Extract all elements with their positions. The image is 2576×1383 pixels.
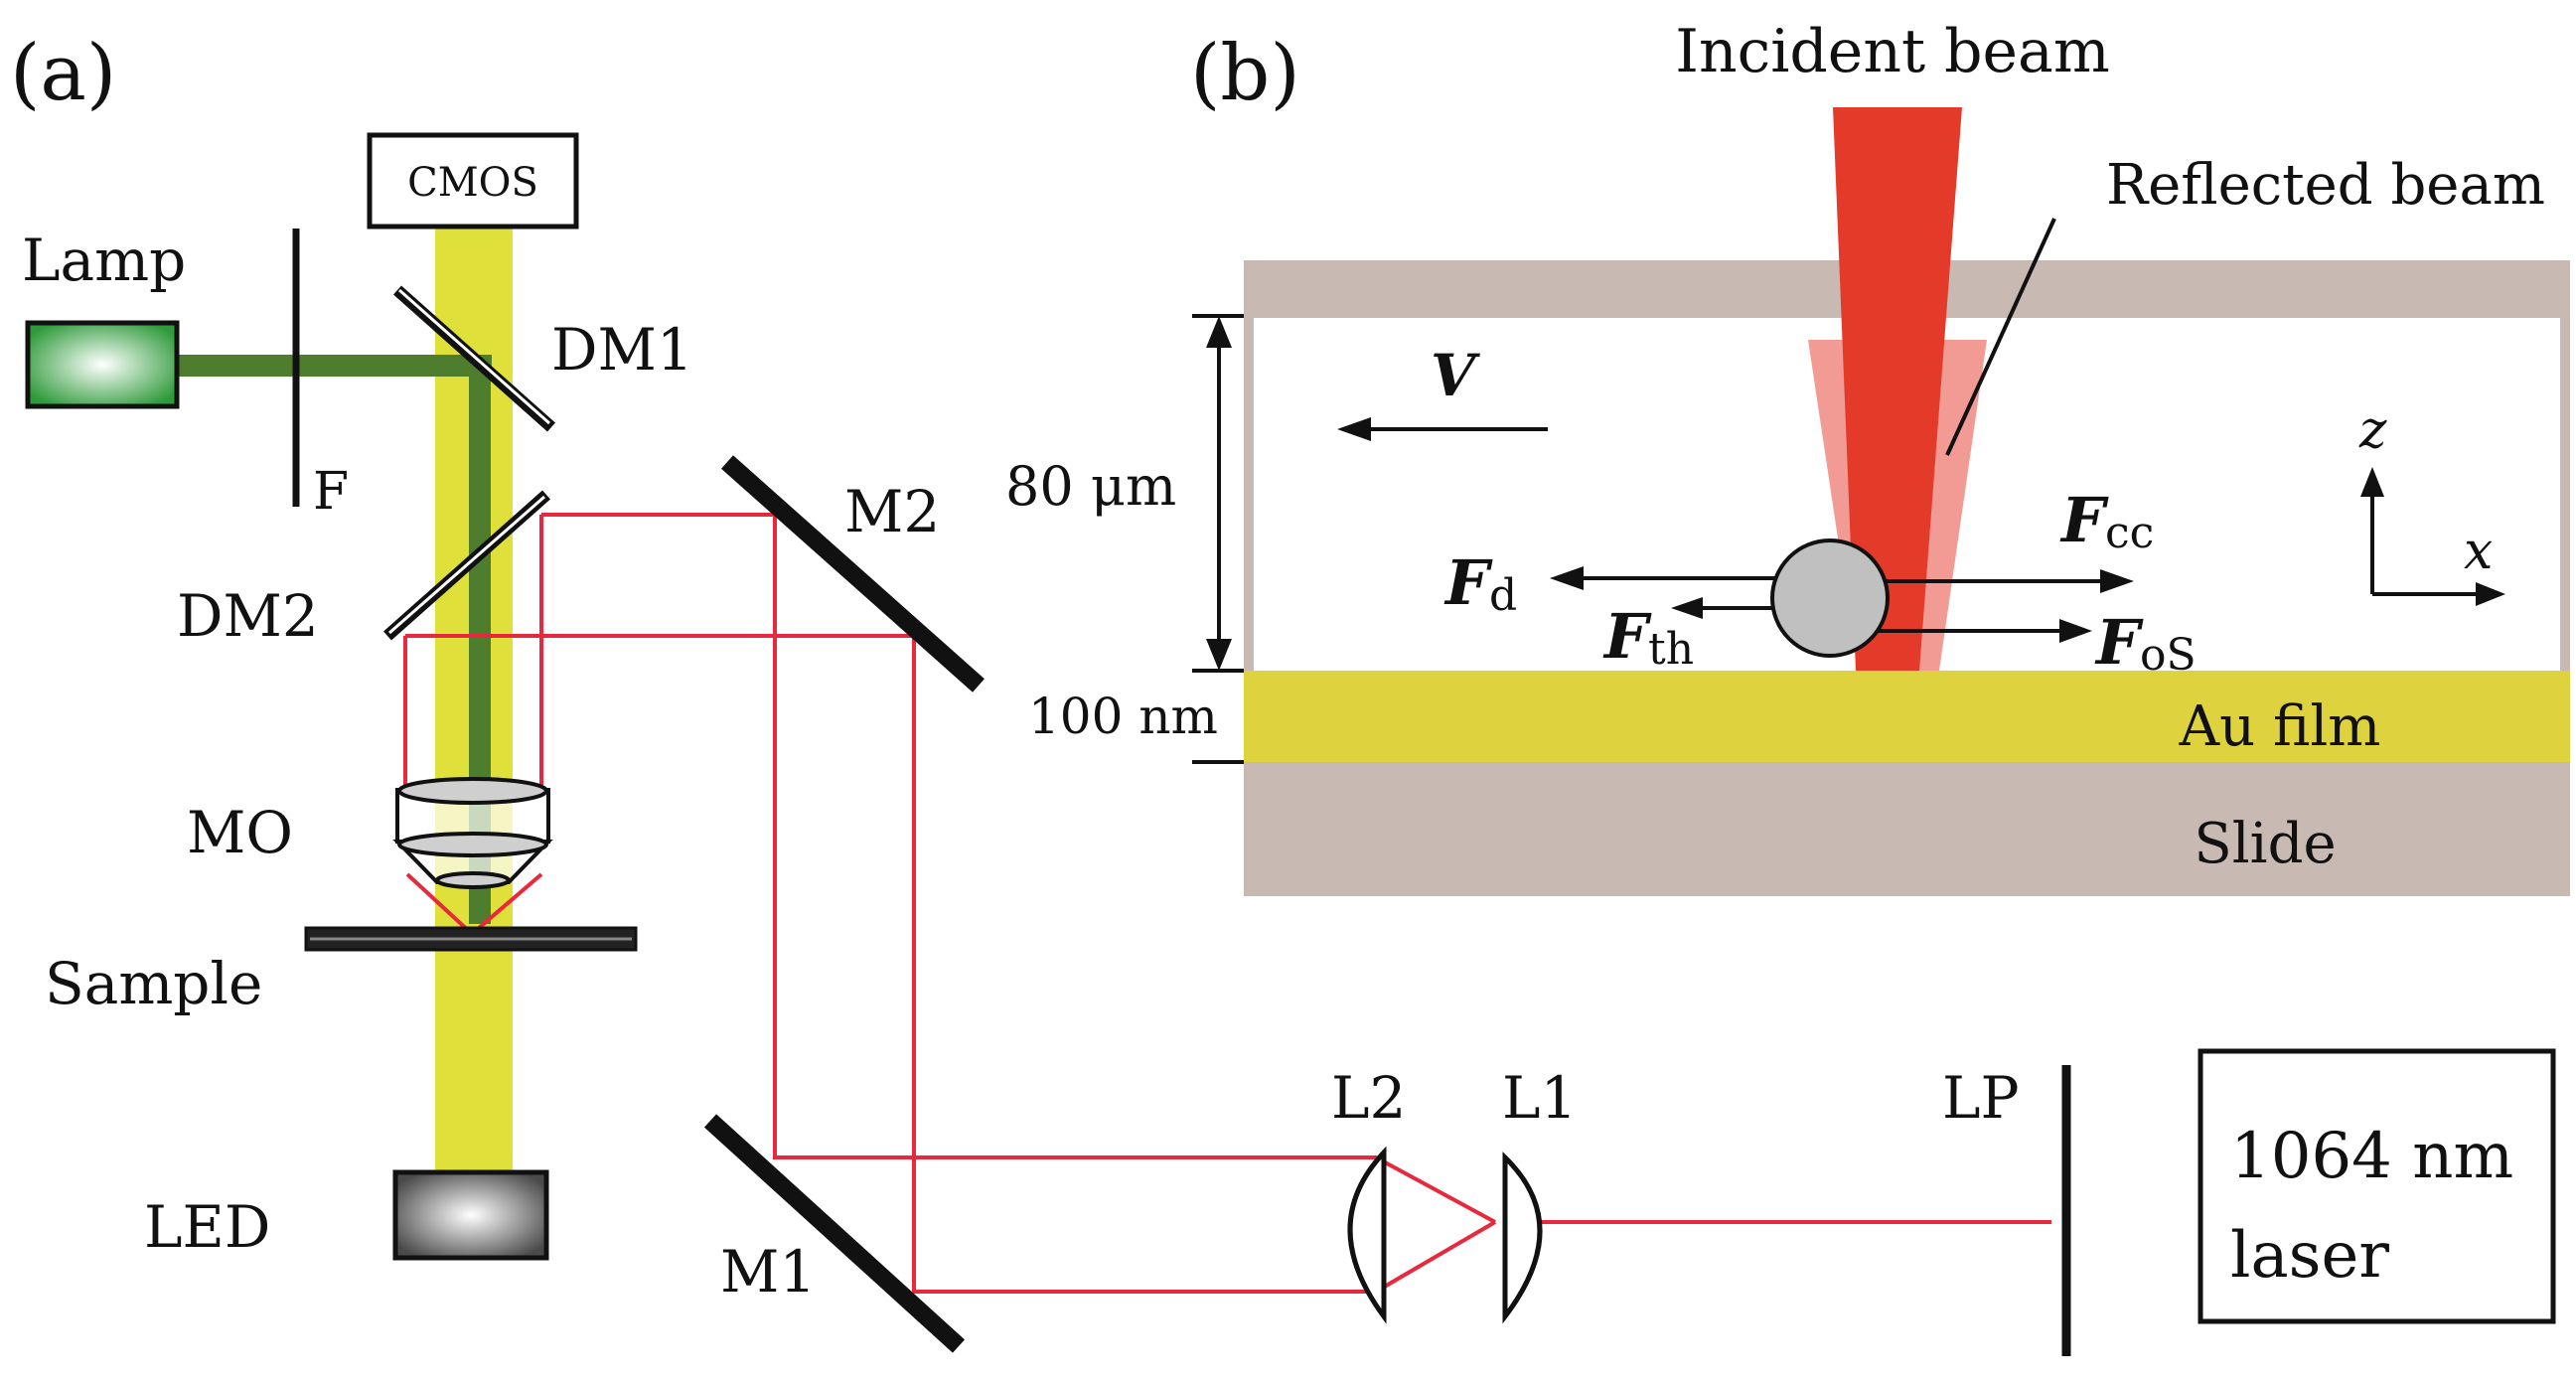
led-label: LED: [144, 1193, 270, 1261]
coordinate-axes: [2360, 467, 2505, 606]
dichroic-mirror-1: [393, 285, 555, 432]
mo-label: MO: [187, 799, 293, 866]
cmos-label: CMOS: [407, 160, 538, 206]
laser-source: [2197, 1048, 2556, 1324]
microparticle: [1770, 538, 1890, 658]
l1-label: L1: [1502, 1064, 1577, 1132]
height-label: 80 μm: [1005, 455, 1176, 518]
filter-label: F: [313, 462, 349, 522]
mirror-m1: [703, 1114, 966, 1353]
cmos-camera: [367, 132, 579, 230]
velocity-label: V: [1431, 342, 1480, 409]
panel-a-label: (a): [10, 29, 116, 118]
height-dimension: [1192, 314, 1244, 764]
reflected-beam-label: Reflected beam: [2106, 153, 2545, 218]
lens-l2: [1347, 1146, 1387, 1324]
axis-x-label: x: [2464, 522, 2493, 581]
reflected-beam-pointer: [1945, 218, 2056, 456]
m1-label: M1: [720, 1238, 816, 1306]
velocity-arrow: [1337, 417, 1548, 441]
dichroic-mirror-2: [383, 490, 550, 641]
panel-b-label: (b): [1190, 29, 1300, 118]
convection-force-label: Fcc: [2059, 484, 2154, 558]
optical-force-label: FoS: [2094, 606, 2197, 681]
thermophoretic-force-label: Fth: [1602, 600, 1694, 675]
slide-layer: [1244, 762, 2570, 896]
side-wall-left: [1244, 318, 1254, 671]
side-wall-right: [2560, 318, 2570, 671]
lp-label: LP: [1942, 1064, 2020, 1132]
incident-beam-label: Incident beam: [1675, 17, 2109, 86]
dm1-label: DM1: [551, 316, 693, 384]
laser-label-line2: laser: [2230, 1219, 2389, 1293]
film-thickness-label: 100 nm: [1028, 688, 1218, 745]
incident-beam: [1833, 107, 1962, 671]
laser-label-line1: 1064 nm: [2230, 1120, 2513, 1193]
m2-label: M2: [844, 478, 940, 545]
au-film-layer: [1244, 671, 2570, 762]
lamp: [25, 320, 180, 409]
sample-label: Sample: [45, 950, 262, 1017]
microscope-objective: [392, 777, 553, 889]
dm2-label: DM2: [177, 582, 319, 650]
axis-z-label: z: [2358, 400, 2387, 460]
force-arrows: [1550, 566, 2134, 643]
l2-label: L2: [1331, 1064, 1406, 1132]
laser-path: [403, 513, 2051, 1294]
led: [392, 1169, 549, 1261]
mirror-m2: [721, 455, 985, 692]
panel-b: (b) Incident beam Reflected beam V: [1005, 17, 2570, 896]
slide-label: Slide: [2194, 812, 2336, 876]
au-film-label: Au film: [2179, 694, 2381, 759]
lamp-label: Lamp: [22, 227, 186, 294]
drag-force-label: Fd: [1443, 546, 1517, 621]
panel-a: (a) CMOS Lamp F DM1: [10, 29, 2556, 1356]
lens-l1: [1502, 1152, 1543, 1324]
